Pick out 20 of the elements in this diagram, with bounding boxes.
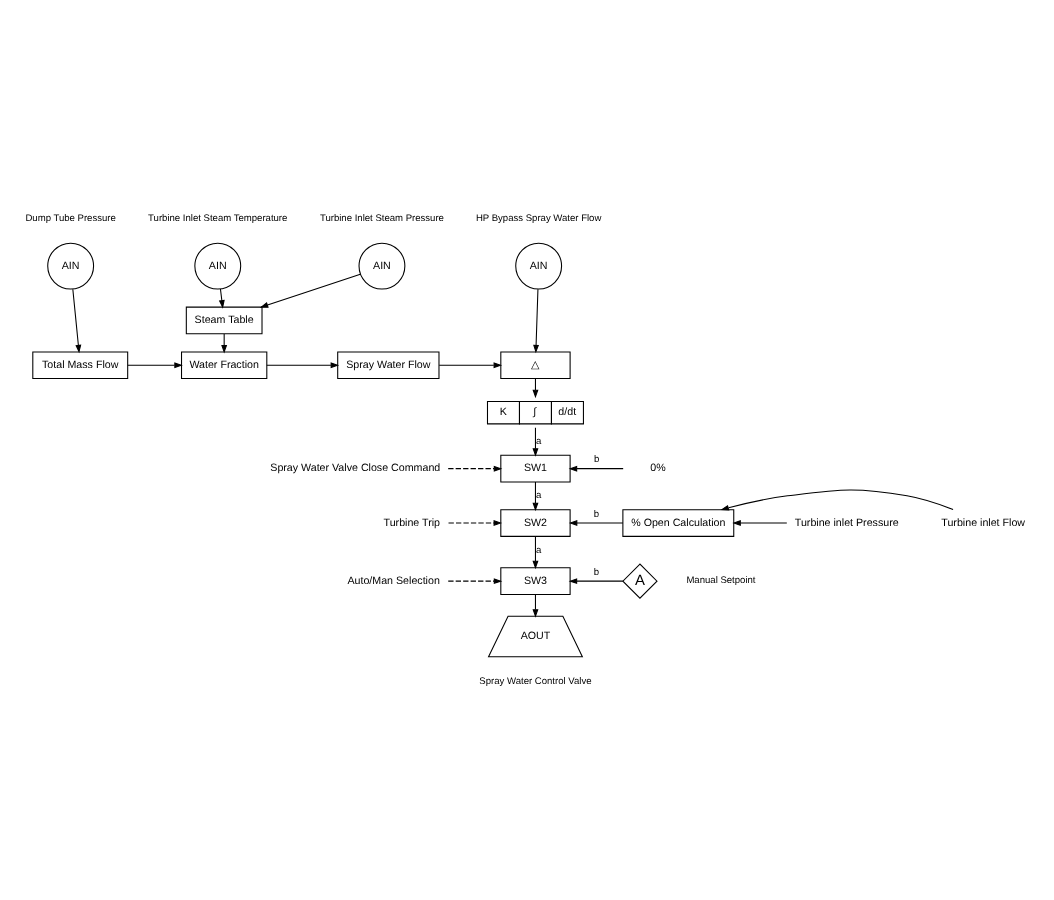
arrow — [567, 465, 623, 472]
arrow — [531, 378, 538, 399]
arrow — [126, 362, 182, 369]
arrow — [531, 535, 538, 570]
arrow — [446, 465, 502, 472]
arrow — [265, 362, 339, 369]
arrow — [567, 578, 623, 585]
arrow — [217, 288, 224, 309]
arrow — [532, 288, 539, 354]
arrow — [531, 481, 538, 512]
arrow — [719, 489, 953, 511]
arrow — [220, 333, 227, 354]
arrow — [531, 427, 538, 457]
arrow — [71, 288, 81, 354]
arrow — [437, 362, 502, 369]
arrow — [731, 520, 787, 527]
arrow — [446, 520, 502, 527]
arrow — [567, 520, 623, 527]
arrow — [446, 578, 502, 585]
arrow — [258, 273, 360, 308]
